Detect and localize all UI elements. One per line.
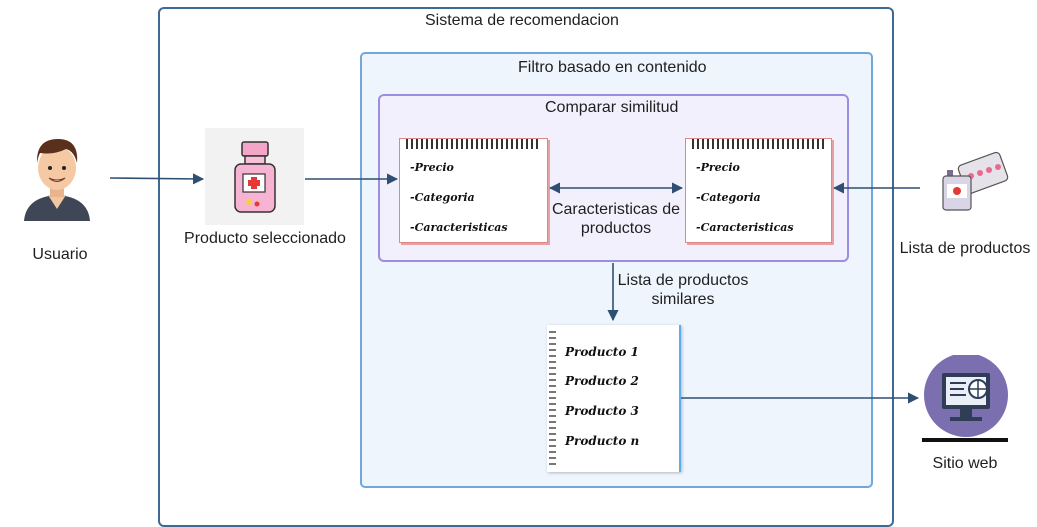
- feature-characteristics: -Caracteristicas: [410, 221, 508, 234]
- website-label: Sitio web: [932, 455, 998, 472]
- similar-product-item: Producto n: [565, 434, 640, 448]
- product-features-card-right: -Precio -Categoria -Caracteristicas: [685, 138, 832, 243]
- notepad-rings-icon: [406, 139, 541, 149]
- feature-category: -Categoria: [696, 191, 761, 204]
- feature-category: -Categoria: [410, 191, 475, 204]
- similar-products-label-line1: Lista de productos: [617, 272, 749, 289]
- feature-price: -Precio: [410, 161, 454, 174]
- similar-products-label-line2: similares: [651, 291, 715, 308]
- selected-product-label: Producto seleccionado: [184, 230, 346, 247]
- similar-products-notepad: Producto 1 Producto 2 Producto 3 Product…: [547, 325, 681, 472]
- user-label: Usuario: [32, 246, 88, 263]
- product-features-label-line1: Caracteristicas de: [551, 201, 681, 218]
- pill-packs-icon: [925, 148, 1013, 218]
- product-features-label-line2: productos: [580, 220, 652, 237]
- feature-price: -Precio: [696, 161, 740, 174]
- product-features-card-left: -Precio -Categoria -Caracteristicas: [399, 138, 548, 243]
- user-to-product-arrow: [109, 173, 205, 185]
- spiral-binding-icon: [549, 331, 556, 466]
- flow-arrows: [109, 173, 920, 404]
- product-list-label: Lista de productos: [899, 240, 1031, 257]
- similar-product-item: Producto 3: [565, 404, 639, 418]
- feature-characteristics: -Caracteristicas: [696, 221, 794, 234]
- website-monitor-icon: [920, 353, 1010, 445]
- medicine-bottle-icon: [205, 128, 304, 225]
- content-filter-title: Filtro basado en contenido: [518, 59, 707, 76]
- notepad-rings-icon: [692, 139, 825, 149]
- similar-product-item: Producto 1: [565, 345, 639, 359]
- similar-product-item: Producto 2: [565, 374, 639, 388]
- compare-similarity-title: Comparar similitud: [545, 99, 679, 116]
- recommendation-system-title: Sistema de recomendacion: [425, 12, 619, 29]
- user-avatar-icon: [18, 125, 96, 225]
